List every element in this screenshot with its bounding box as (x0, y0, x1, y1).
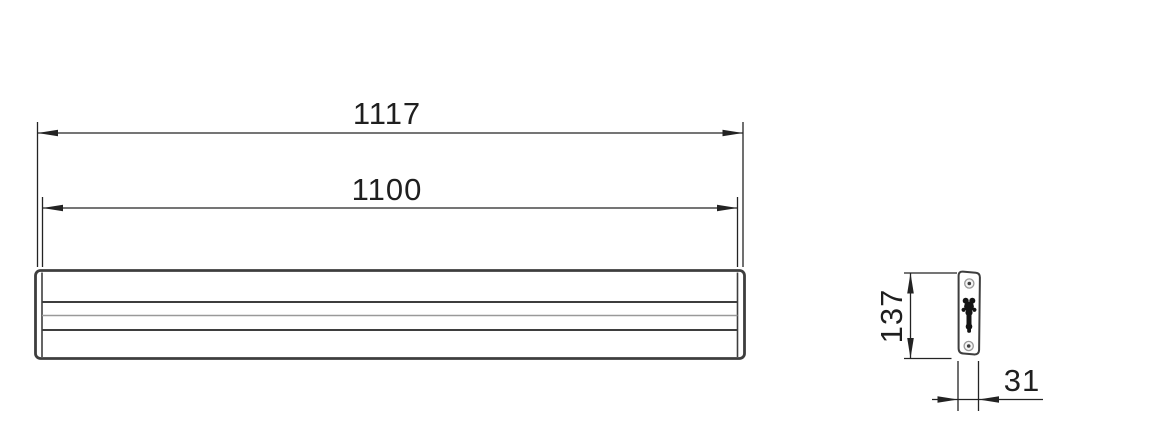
dimension-overall-width: 1117 (36, 96, 744, 267)
dimension-inner-width-label: 1100 (352, 172, 423, 207)
arrowhead-top-icon (907, 273, 914, 294)
dimension-side-height-label: 137 (874, 289, 909, 344)
arrowhead-right-icon (978, 396, 999, 403)
side-view (957, 270, 981, 356)
front-view (34, 269, 746, 360)
arrowhead-left-icon (937, 396, 958, 403)
screw-hole-bottom-center (966, 344, 971, 348)
arrowhead-right-icon (722, 129, 743, 137)
arrowhead-left-icon (42, 204, 63, 212)
arrowhead-bottom-icon (907, 338, 914, 359)
screw-hole-top-center (967, 281, 972, 286)
keyhole-bracket-silhouette-icon (961, 297, 977, 333)
dimension-side-height: 137 (874, 272, 957, 360)
dimension-side-depth: 31 (932, 361, 1043, 411)
dimension-inner-width: 1100 (41, 172, 739, 267)
arrowhead-left-icon (37, 129, 58, 137)
arrowhead-right-icon (717, 204, 738, 212)
dimension-side-depth-label: 31 (1004, 363, 1040, 398)
dimension-overall-width-label: 1117 (353, 96, 421, 131)
front-view-body (34, 269, 746, 360)
